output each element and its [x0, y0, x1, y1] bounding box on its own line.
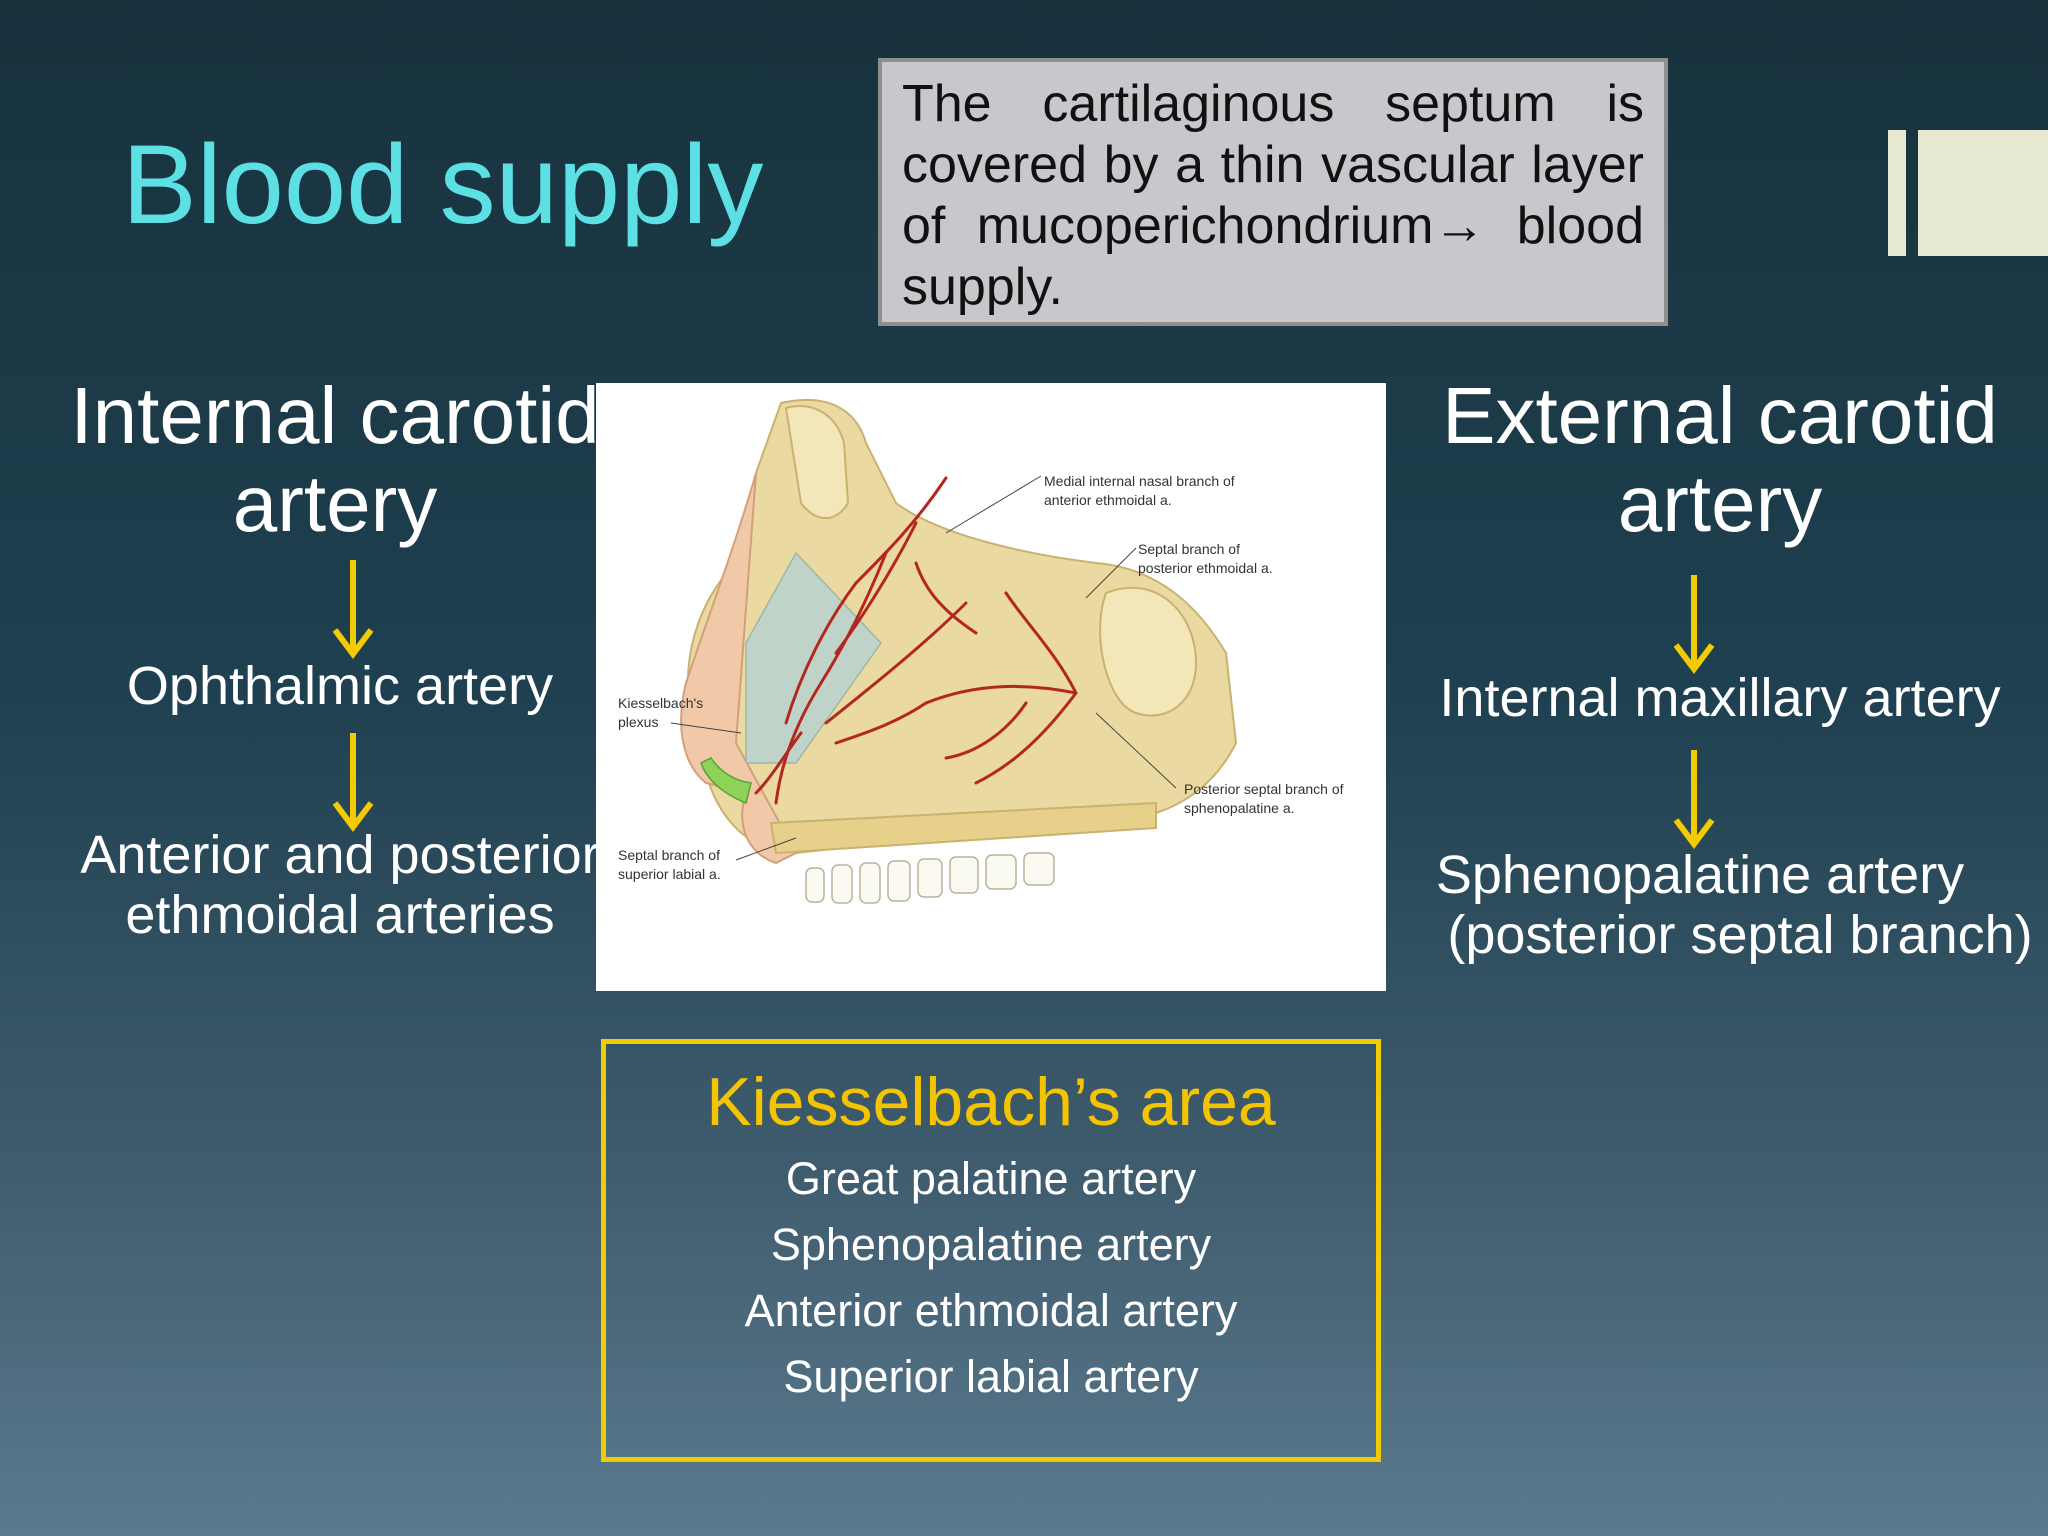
label-septal-superior-labial-2: superior labial a.: [618, 866, 721, 882]
label-medial-internal-nasal: Medial internal nasal branch of: [1044, 473, 1235, 489]
posterior-septal-branch-line: (posterior septal branch): [1447, 905, 2033, 965]
label-posterior-septal-branch-2: sphenopalatine a.: [1184, 800, 1295, 816]
list-item: Anterior ethmoidal artery: [744, 1285, 1238, 1336]
arteries: [754, 476, 1078, 805]
sphenoid-sinus: [1099, 586, 1198, 717]
label-kiesselbach-plexus-2: plexus: [618, 714, 658, 730]
septal-cartilage: [745, 551, 882, 764]
label-leaders: [670, 475, 1177, 861]
sphenopalatine-line: Sphenopalatine artery: [1435, 845, 1965, 905]
internal-carotid-heading: Internal carotid artery: [70, 371, 600, 548]
external-carotid-heading: External carotid artery: [1442, 371, 1998, 548]
down-arrow-icon: [332, 560, 374, 659]
down-arrow-icon: [332, 733, 374, 832]
nasal-septum-illustration: Medial internal nasal branch of anterior…: [596, 383, 1386, 991]
list-item: Sphenopalatine artery: [770, 1219, 1212, 1270]
corner-decoration: [1888, 130, 2048, 256]
down-arrow-icon: [1673, 575, 1715, 674]
list-item: Great palatine artery: [785, 1153, 1197, 1204]
slide-title: Blood supply: [122, 122, 764, 247]
hard-palate: [769, 801, 1157, 855]
list-item: Superior labial artery: [783, 1351, 1199, 1402]
kiesselbach-spot: [700, 757, 752, 805]
internal-maxillary-artery-label: Internal maxillary artery: [1439, 668, 2001, 728]
label-posterior-septal-branch: Posterior septal branch of: [1184, 781, 1344, 797]
kiesselbach-area-box: Kiesselbach’s area Great palatine artery…: [601, 1039, 1381, 1462]
label-septal-posterior-ethmoidal-2: posterior ethmoidal a.: [1138, 560, 1273, 576]
decoration-block: [1918, 130, 2048, 256]
teeth: [805, 852, 1055, 904]
sphenopalatine-artery-label: Sphenopalatine artery (posterior septal …: [1400, 845, 2040, 965]
decoration-bar: [1888, 130, 1906, 256]
ophthalmic-artery-label: Ophthalmic artery: [126, 656, 554, 716]
label-septal-superior-labial: Septal branch of: [618, 847, 720, 863]
kiesselbach-area-title: Kiesselbach’s area: [706, 1064, 1276, 1140]
ethmoidal-arteries-label: Anterior and posterior ethmoidal arterie…: [80, 825, 600, 945]
label-septal-posterior-ethmoidal: Septal branch of: [1138, 541, 1240, 557]
kiesselbach-artery-list: Great palatine artery Sphenopalatine art…: [606, 1146, 1376, 1410]
label-kiesselbach-plexus: Kiesselbach's: [618, 695, 703, 711]
down-arrow-icon: [1673, 750, 1715, 849]
frontal-bone: [784, 405, 850, 519]
label-medial-internal-nasal-2: anterior ethmoidal a.: [1044, 492, 1172, 508]
septum-note-box: The cartilaginous septum is covered by a…: [878, 58, 1668, 326]
